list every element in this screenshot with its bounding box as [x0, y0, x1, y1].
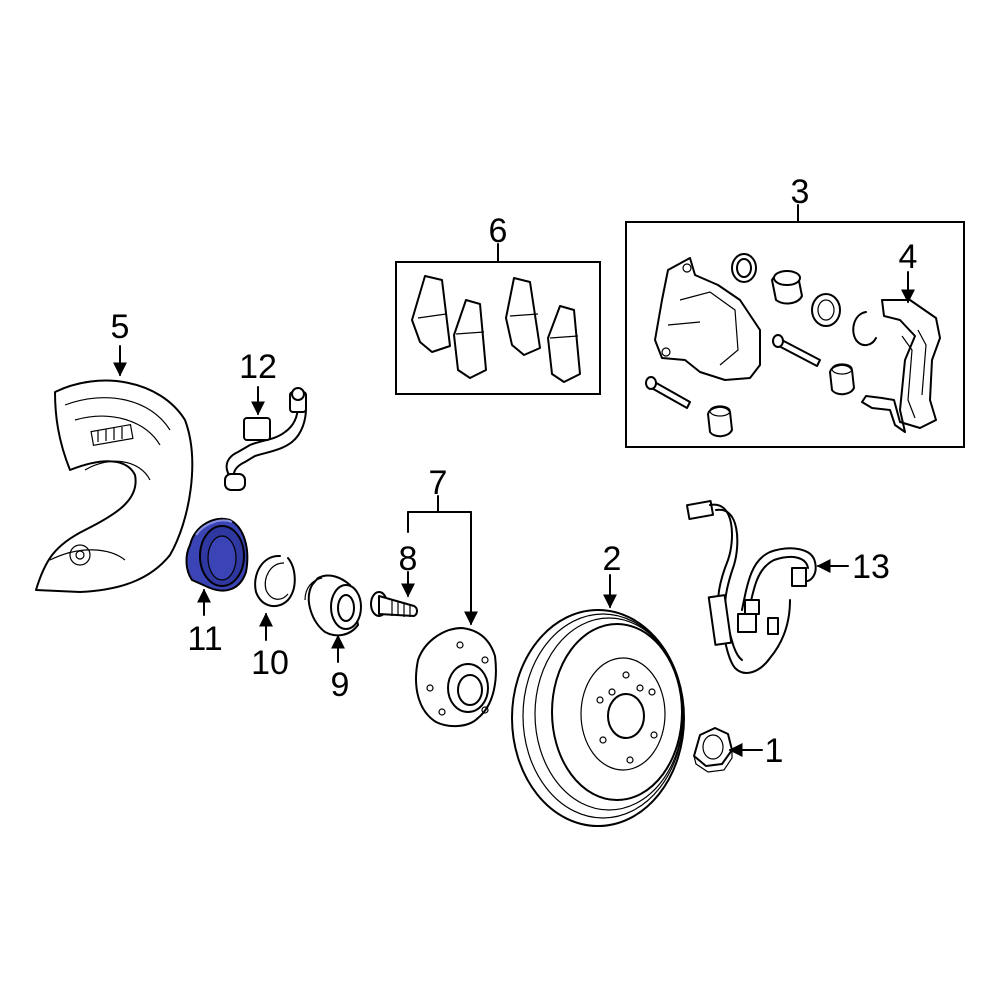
- part-11-seal-highlighted[interactable]: [185, 517, 249, 592]
- callout-8: 8: [399, 540, 418, 578]
- callout-2: 2: [603, 540, 622, 578]
- part-3-caliper-assembly[interactable]: [645, 253, 877, 438]
- part-8-hub-bolt[interactable]: [370, 591, 418, 617]
- part-6-brake-pads[interactable]: [411, 275, 581, 383]
- callout-3: 3: [791, 173, 810, 211]
- callout-11: 11: [187, 620, 222, 658]
- part-7-hub[interactable]: [415, 627, 497, 728]
- callout-5: 5: [111, 308, 130, 346]
- callout-leaders: [113, 204, 915, 757]
- callout-12: 12: [239, 348, 277, 386]
- callout-1: 1: [765, 732, 784, 770]
- caliper-box: [625, 221, 965, 448]
- part-4-caliper-bracket[interactable]: [861, 299, 941, 433]
- callout-6: 6: [489, 212, 508, 250]
- part-9-bearing[interactable]: [304, 574, 362, 637]
- callout-10: 10: [251, 644, 289, 682]
- part-12-brake-hose[interactable]: [224, 387, 307, 491]
- part-13-abs-sensor[interactable]: [685, 500, 817, 674]
- part-2-rotor[interactable]: [511, 609, 685, 827]
- callout-4: 4: [899, 238, 918, 276]
- callout-13: 13: [852, 548, 890, 586]
- part-10-snap-ring[interactable]: [254, 554, 296, 608]
- part-1-nut[interactable]: [693, 727, 733, 773]
- callout-7: 7: [429, 464, 448, 502]
- callout-9: 9: [331, 666, 350, 704]
- part-5-dust-shield[interactable]: [35, 379, 194, 593]
